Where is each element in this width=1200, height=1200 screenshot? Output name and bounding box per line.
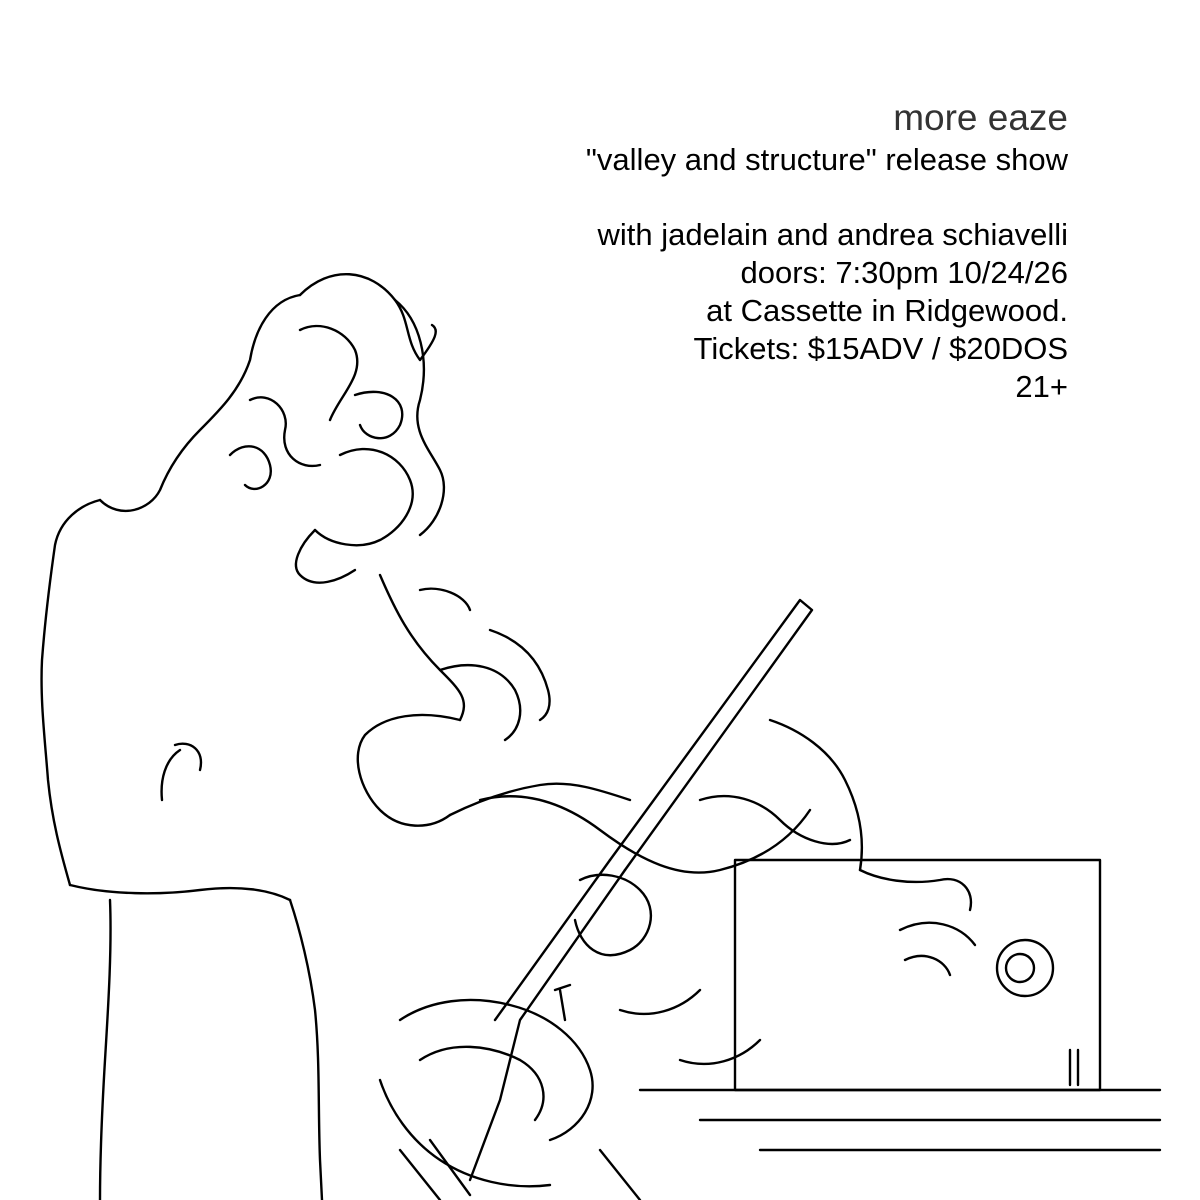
supporting-acts: with jadelain and andrea schiavelli (597, 217, 1068, 252)
ticket-prices: Tickets: $15ADV / $20DOS (693, 331, 1068, 366)
artist-name: more eaze (893, 97, 1068, 138)
event-details: with jadelain and andrea schiavelli door… (586, 216, 1068, 406)
doors-time: doors: 7:30pm 10/24/26 (740, 255, 1068, 290)
release-show-title: "valley and structure" release show (585, 142, 1068, 177)
event-info: more eaze "valley and structure" release… (586, 96, 1068, 406)
venue: at Cassette in Ridgewood. (706, 293, 1068, 328)
age-restriction: 21+ (1015, 369, 1068, 404)
